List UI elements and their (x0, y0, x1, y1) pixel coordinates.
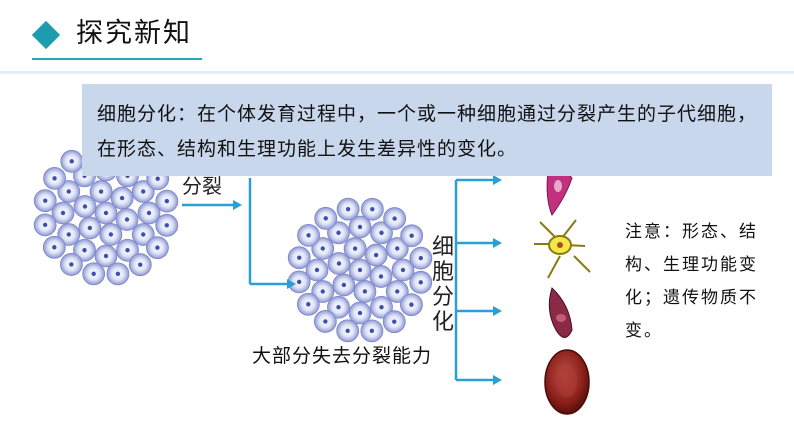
cell-nucleus (43, 198, 48, 203)
cell-nucleus (341, 282, 347, 288)
cell-nucleus (125, 248, 130, 253)
note-text: 注意：形态、结构、生理功能变化；遗传物质不变。 (625, 222, 758, 341)
cell-nucleus (155, 176, 160, 181)
cell-nucleus (119, 195, 125, 201)
branch-arrow (248, 178, 296, 289)
cell-nucleus (336, 230, 341, 235)
cell-nucleus (323, 319, 328, 324)
cell-nucleus (306, 233, 311, 238)
cell-nucleus (357, 267, 363, 273)
cell-nucleus (141, 232, 146, 237)
cell-nucleus (392, 319, 397, 324)
cell-nucleus (400, 267, 406, 273)
cell-nucleus (373, 252, 379, 258)
cell-nucleus (320, 289, 325, 294)
cell-nucleus (60, 210, 66, 216)
cell-nucleus (108, 232, 114, 237)
cell-nucleus (141, 189, 146, 194)
cell-nucleus (296, 279, 302, 285)
cell-nucleus (155, 245, 160, 250)
cell-nucleus (323, 216, 328, 221)
cell-nucleus (357, 310, 363, 316)
cell-nucleus (336, 261, 342, 266)
cell-nucleus (164, 223, 169, 228)
cell-nucleus (52, 176, 57, 181)
cell-nucleus (91, 271, 96, 276)
page-title: 探究新知 (76, 18, 192, 49)
cell-nucleus (314, 267, 320, 273)
cell-nucleus (103, 210, 109, 216)
cell-nucleus (345, 328, 350, 333)
cell-nucleus (352, 246, 358, 251)
cell-nucleus (164, 198, 170, 204)
cell-nucleus (378, 274, 384, 279)
cell-nucleus (69, 159, 74, 164)
nerve-cell-icon (534, 219, 591, 279)
cell-nucleus (52, 245, 57, 250)
cell-nucleus (297, 255, 302, 260)
cell-nucleus (66, 189, 71, 194)
cell-nucleus (82, 204, 88, 209)
cell-nucleus (392, 216, 397, 221)
cell-cluster-middle (287, 197, 433, 343)
cell-nucleus (336, 305, 341, 310)
cell-nucleus (418, 280, 423, 285)
cell-nucleus (124, 217, 130, 222)
red-blood-cell-icon (544, 349, 590, 415)
lose-division-label: 大部分失去分裂能力 (252, 345, 433, 367)
differentiation-arrows (454, 175, 502, 385)
definition-text: 细胞分化：在个体发育过程中，一个或一种细胞通过分裂产生的子代细胞，在形态、结构和… (97, 103, 758, 160)
cell-nucleus (379, 230, 384, 235)
split-label: 分裂 (182, 174, 222, 198)
differentiation-label: 细胞分化 (432, 235, 455, 335)
cell-nucleus (418, 255, 424, 261)
cell-nucleus (409, 302, 414, 307)
epithelial-cell-icon (548, 287, 573, 338)
split-arrow (182, 200, 242, 210)
cell-nucleus (357, 224, 363, 230)
title-underline (32, 58, 202, 60)
cell-nucleus (362, 289, 368, 294)
cell-nucleus (138, 262, 143, 267)
cell-nucleus (345, 206, 351, 212)
cell-nucleus (320, 246, 325, 251)
cell-nucleus (98, 189, 104, 194)
cell-nucleus (369, 328, 375, 334)
cell-nucleus (103, 253, 109, 259)
muscle-cell-icon (546, 169, 573, 217)
header-divider (0, 71, 794, 74)
cell-nucleus (87, 225, 93, 231)
cell-nucleus (395, 289, 400, 294)
cell-nucleus (146, 210, 152, 216)
cell-nucleus (42, 222, 48, 228)
definition-box (82, 84, 772, 176)
cell-nucleus (379, 305, 384, 310)
cell-nucleus (115, 271, 121, 277)
cell-nucleus (370, 207, 375, 212)
cell-nucleus (395, 246, 400, 251)
cell-nucleus (82, 248, 87, 253)
diamond-icon (31, 20, 61, 50)
cell-nucleus (409, 233, 414, 238)
cell-nucleus (69, 262, 74, 267)
cell-nucleus (306, 302, 311, 307)
cell-nucleus (66, 232, 71, 237)
